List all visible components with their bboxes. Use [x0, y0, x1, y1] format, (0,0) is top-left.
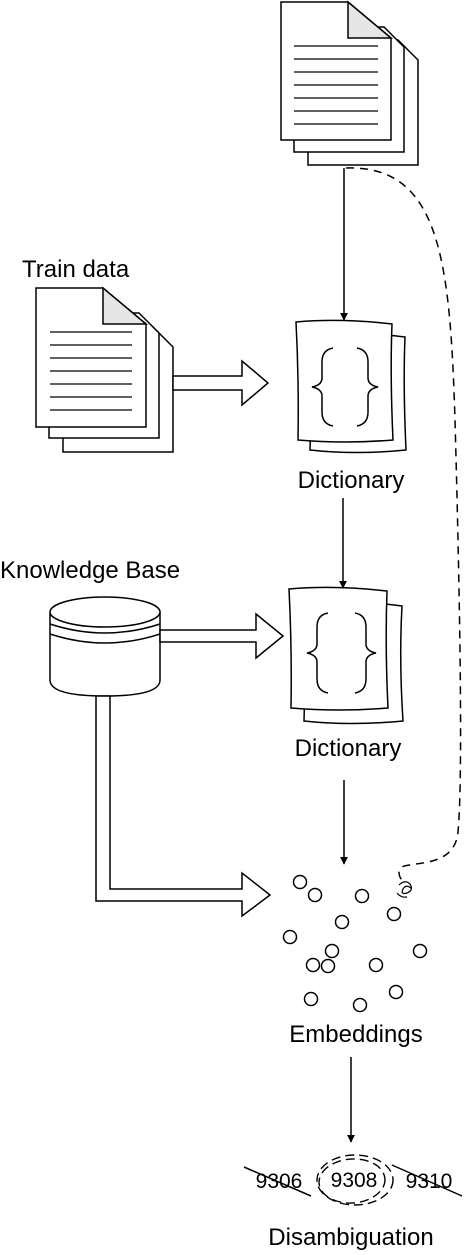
strike-candidate-3: [391, 1164, 463, 1197]
input-documents-icon: [280, 0, 419, 166]
candidate-2: 9308: [331, 1169, 378, 1192]
knowledge-base-label: Knowledge Base: [0, 557, 180, 584]
dashed-link: [345, 167, 462, 883]
train-documents-icon: [35, 286, 174, 453]
dictionary-1-label: Dictionary: [298, 467, 405, 494]
embedding-points: [282, 874, 428, 1013]
database-icon: [49, 596, 161, 697]
dictionary-2-label: Dictionary: [295, 735, 402, 762]
scribbled-point: [396, 881, 413, 898]
flow-arrows: [339, 168, 355, 1143]
strike-candidate-1: [243, 1166, 312, 1197]
selected-candidate-circle: [316, 1154, 394, 1206]
disambiguation-label: Disambiguation: [268, 1224, 433, 1251]
dictionary-1-icon: [295, 319, 407, 454]
embeddings-label: Embeddings: [289, 1021, 422, 1048]
train-data-label: Train data: [22, 256, 130, 283]
block-arrows: [95, 359, 285, 918]
dictionary-2-icon: [288, 586, 404, 725]
